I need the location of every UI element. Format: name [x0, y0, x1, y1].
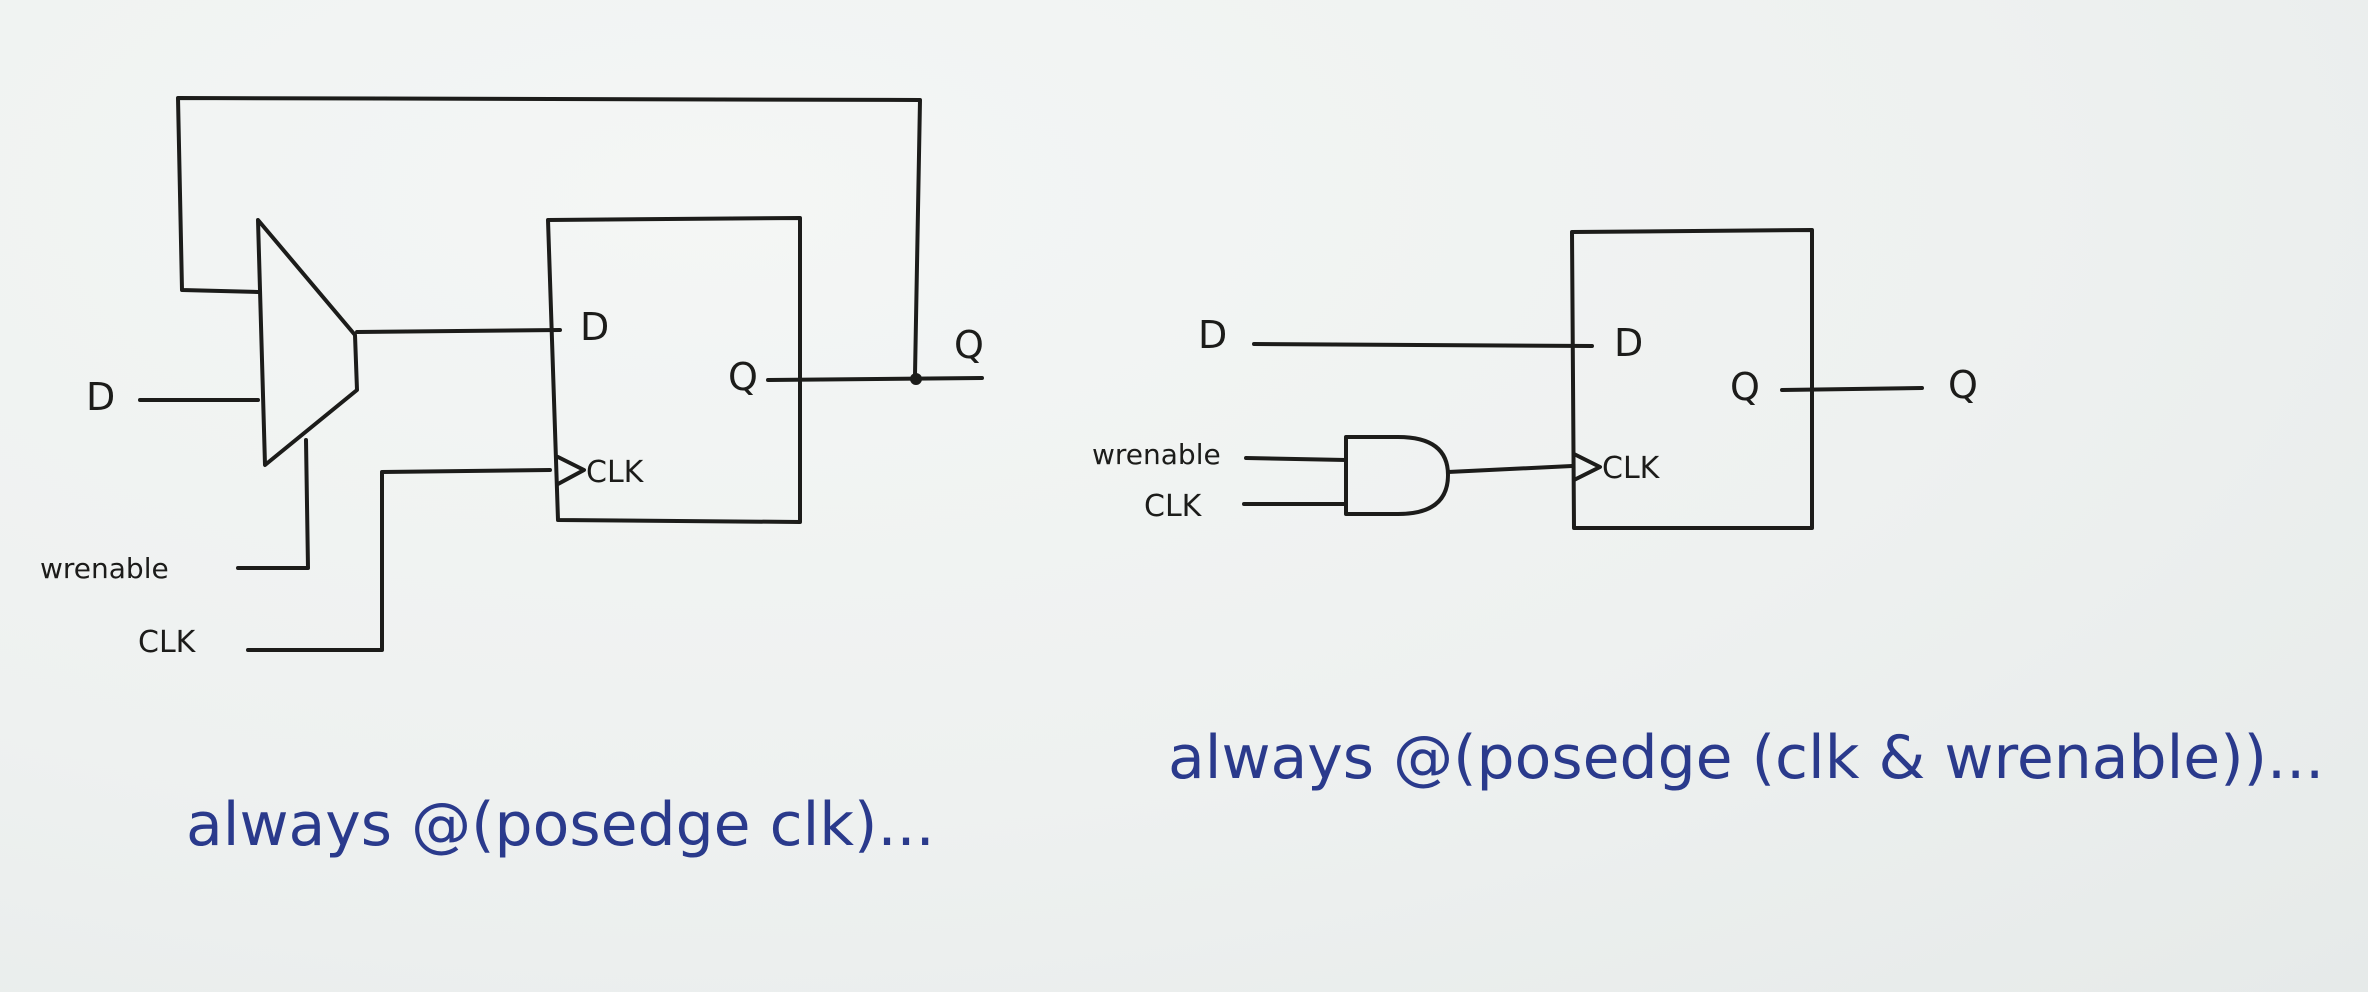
right-code-annotation: always @(posedge (clk & wrenable))...: [1168, 723, 2324, 793]
right-ff-q-label: Q: [1730, 365, 1760, 409]
left-mux: [256, 218, 359, 467]
right-enable-wire: [1244, 456, 1348, 462]
right-q-output-label: Q: [1948, 363, 1978, 407]
right-clk-triangle: [1572, 452, 1602, 482]
left-feedback-wire: [176, 96, 922, 377]
left-clk-wire: [246, 468, 552, 652]
left-q-output-wire: [766, 376, 984, 382]
left-junction-dot: [910, 373, 922, 385]
left-clk-label: CLK: [138, 625, 197, 660]
left-ff-d-label: D: [580, 305, 609, 349]
left-enable-label: wrenable: [40, 552, 169, 585]
left-circuit: D wrenable CLK D Q CLK Q: [40, 96, 984, 660]
left-q-output-label: Q: [954, 323, 984, 367]
right-clk-label: CLK: [1144, 489, 1203, 524]
right-d-wire: [1252, 342, 1594, 348]
left-flip-flop: [546, 216, 802, 524]
right-and-gate: [1344, 435, 1450, 516]
left-d-input-label: D: [86, 375, 115, 419]
left-clk-triangle: [556, 455, 586, 486]
left-enable-wire: [236, 438, 310, 570]
left-ff-q-label: Q: [728, 355, 758, 399]
left-ff-clk-label: CLK: [586, 455, 645, 490]
left-code-annotation: always @(posedge clk)...: [186, 790, 935, 860]
right-d-input-label: D: [1198, 313, 1227, 357]
right-ff-d-label: D: [1614, 321, 1643, 365]
right-q-output-wire: [1780, 386, 1924, 392]
right-enable-label: wrenable: [1092, 438, 1221, 471]
right-ff-clk-label: CLK: [1602, 451, 1661, 486]
right-circuit: D wrenable CLK D Q CLK Q: [1092, 228, 1978, 530]
right-flip-flop: [1570, 228, 1814, 530]
right-and-to-clk-wire: [1446, 464, 1574, 474]
left-mux-to-d-wire: [355, 328, 562, 334]
